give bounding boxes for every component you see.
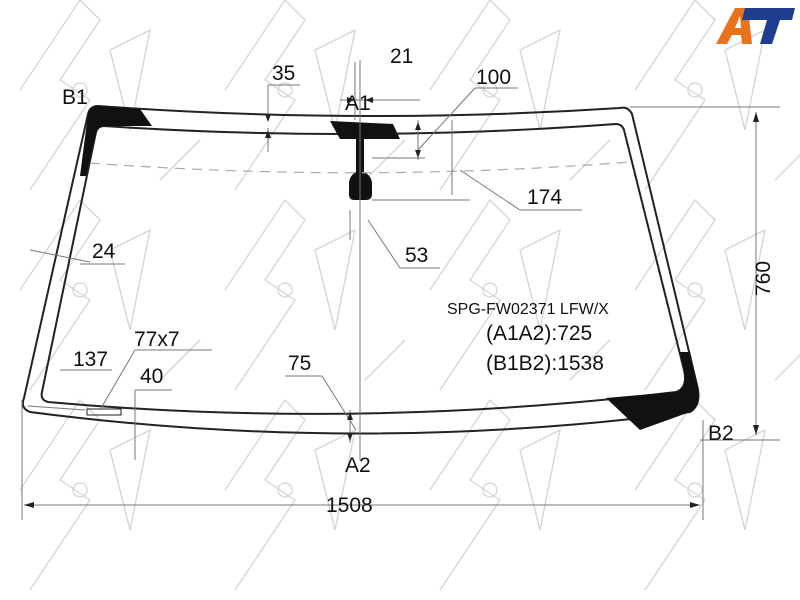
shade-band-line [89, 161, 631, 174]
frit-top-left [80, 106, 152, 176]
dim-24: 24 [92, 240, 116, 263]
dim-35: 35 [272, 62, 295, 85]
point-b2-label: B2 [708, 422, 734, 445]
registered-mark-icon [277, 282, 293, 298]
a1a2-length: (A1A2):725 [486, 322, 592, 345]
registered-mark-icon [277, 82, 293, 98]
watermark-pattern [19, 0, 800, 591]
point-a1-label: A1 [345, 92, 371, 115]
point-b1-label: B1 [62, 86, 88, 109]
dim-174: 174 [527, 186, 562, 209]
point-a2-label: A2 [345, 454, 371, 477]
dim-137: 137 [73, 348, 108, 371]
dim-53: 53 [405, 244, 428, 267]
frit-bottom-right [606, 352, 699, 430]
watermark-shape [634, 154, 800, 391]
registered-mark-icon [687, 282, 703, 298]
dim-77x7: 77x7 [134, 328, 180, 351]
dim-760: 760 [752, 261, 775, 296]
watermark-shape [19, 0, 151, 191]
watermark-shape [224, 339, 406, 591]
registered-mark-icon [687, 82, 703, 98]
at-logo [716, 8, 795, 44]
watermark-shape [429, 139, 611, 391]
registered-mark-icon [687, 482, 703, 498]
dim-100: 100 [476, 66, 511, 89]
watermark-shape [224, 139, 406, 391]
watermark-shape [19, 339, 201, 591]
watermark-shape [224, 0, 356, 191]
dimension-lines [21, 60, 780, 520]
registered-mark-icon [482, 82, 498, 98]
dimension-arrows [24, 97, 759, 508]
dim-75: 75 [288, 352, 311, 375]
dim-1508: 1508 [326, 494, 373, 517]
registered-mark-icon [72, 482, 88, 498]
dim-40: 40 [140, 365, 163, 388]
registered-mark-icon [72, 82, 88, 98]
sensor-area [86, 408, 122, 416]
registered-mark-icon [72, 282, 88, 298]
registered-mark-icon [277, 482, 293, 498]
dim-21: 21 [390, 45, 413, 68]
watermark-shape [19, 139, 201, 391]
watermark-shape [634, 354, 800, 591]
watermark-shape [429, 339, 611, 591]
part-number: SPG-FW02371 LFW/X [447, 301, 609, 318]
watermark-shape [429, 0, 561, 191]
frit-mirror-mount [330, 121, 400, 200]
registered-mark-icon [482, 482, 498, 498]
registered-mark-icon [482, 282, 498, 298]
b1b2-length: (B1B2):1538 [486, 352, 604, 375]
